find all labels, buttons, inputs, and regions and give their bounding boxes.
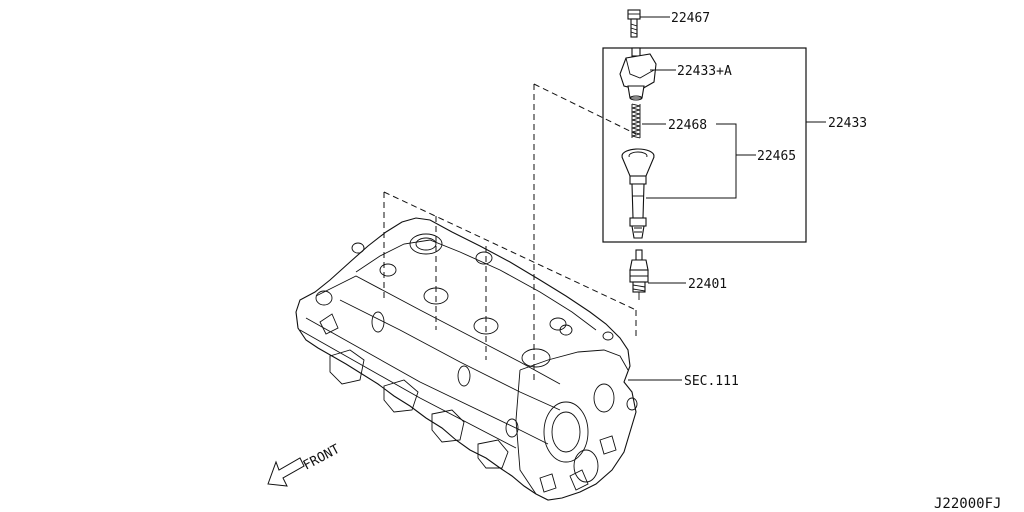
part-label-spring: 22468 <box>668 118 707 133</box>
part-label-coil-assembly: 22433 <box>828 116 867 131</box>
leader-lines <box>628 16 826 381</box>
part-label-cylinder-head: SEC.111 <box>684 374 739 389</box>
ignition-coil-drawing <box>619 47 657 101</box>
front-arrow: FRONT <box>267 442 343 487</box>
diagram-code: J22000FJ <box>934 496 1001 512</box>
phantom-lines <box>383 83 637 380</box>
part-label-spark-plug: 22401 <box>688 277 727 292</box>
part-label-boot: 22465 <box>757 149 796 164</box>
spark-plug-drawing <box>629 249 649 300</box>
part-label-ignition-coil: 22433+A <box>677 64 732 79</box>
cylinder-head-drawing <box>295 217 638 501</box>
coil-assembly-box <box>602 47 807 243</box>
front-label: FRONT <box>301 442 343 474</box>
part-label-bolt: 22467 <box>671 11 710 26</box>
boot-drawing <box>621 148 655 239</box>
spring-drawing <box>631 103 641 139</box>
bolt-drawing <box>627 9 641 38</box>
